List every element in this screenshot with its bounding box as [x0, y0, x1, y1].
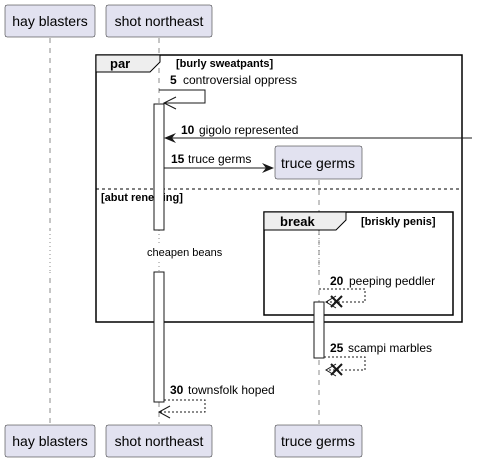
participant-label-hay-blasters-top: hay blasters — [12, 13, 87, 29]
message-15-number: 15 — [171, 152, 185, 166]
message-25-arrow — [324, 356, 366, 371]
delay-backdrop — [128, 244, 224, 260]
destroy-marker-1 — [330, 295, 343, 308]
break-fragment — [263, 211, 454, 316]
else-guard: [abut renewing] — [101, 192, 183, 204]
message-15-arrowhead — [262, 163, 274, 173]
participant-box-shot-northeast-top — [105, 4, 213, 38]
message-30-arrowhead — [157, 405, 171, 419]
activation-shot-northeast-1 — [153, 103, 165, 231]
break-fragment-label: break — [280, 214, 315, 229]
message-20-number: 20 — [330, 274, 344, 288]
participant-label-hay-blasters-bottom: hay blasters — [12, 433, 87, 449]
par-fragment-tab — [95, 54, 161, 73]
participant-box-truce-germs-bottom — [274, 424, 363, 458]
message-30-arrow — [159, 399, 206, 413]
participant-label-truce-germs-created: truce germs — [281, 155, 355, 171]
message-30-text: townsfolk hoped — [188, 383, 275, 397]
message-10-number: 10 — [181, 123, 195, 137]
message-5-text: controversial oppress — [183, 73, 297, 87]
participant-box-truce-germs-created — [274, 145, 363, 180]
participant-box-hay-blasters-top — [4, 4, 96, 38]
participant-label-shot-northeast-top: shot northeast — [115, 13, 204, 29]
activation-truce-germs — [313, 301, 325, 359]
participant-label-truce-germs-bottom: truce germs — [281, 433, 355, 449]
message-20-arrow — [319, 288, 366, 303]
break-fragment-tab — [263, 211, 347, 231]
message-25-number: 25 — [330, 341, 344, 355]
destroy-marker-2 — [330, 363, 343, 376]
activation-shot-northeast-2 — [153, 271, 165, 403]
par-fragment-guard: [burly sweatpants] — [176, 58, 274, 70]
message-20-text: peeping peddler — [349, 274, 435, 288]
message-10-arrowhead — [164, 133, 176, 143]
participant-box-shot-northeast-bottom — [105, 424, 213, 458]
message-5-arrowhead — [162, 96, 177, 110]
participant-label-shot-northeast-bottom: shot northeast — [115, 433, 204, 449]
break-fragment-guard: [briskly penis] — [361, 216, 436, 228]
message-5-number: 5 — [170, 73, 177, 87]
par-fragment-label: par — [110, 56, 130, 71]
delay-text: cheapen beans — [147, 247, 223, 259]
message-15-text: truce germs — [188, 152, 251, 166]
message-25-text: scampi marbles — [348, 341, 432, 355]
participant-box-hay-blasters-bottom — [4, 424, 96, 458]
message-10-text: gigolo represented — [199, 123, 298, 137]
message-5-arrow — [159, 89, 206, 104]
message-30-number: 30 — [170, 383, 184, 397]
